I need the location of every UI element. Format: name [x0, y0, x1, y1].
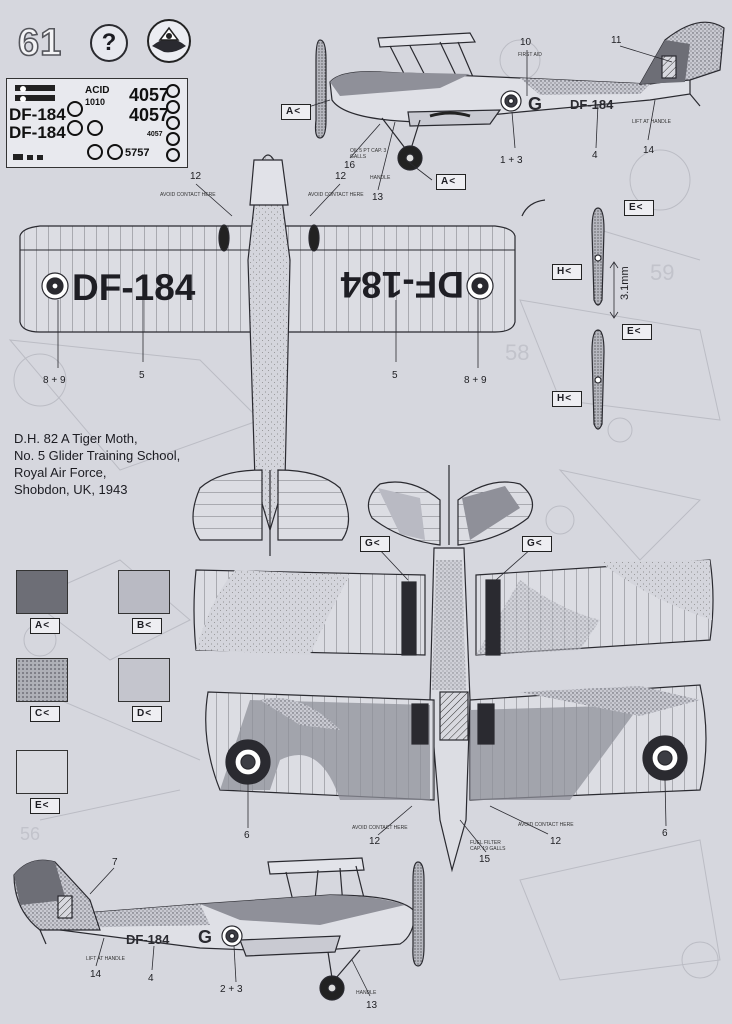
swatch-d-label: D [132, 706, 162, 722]
swatch-e-group: E [16, 750, 68, 814]
side-top-code-letter: G [528, 94, 542, 114]
callout-12-right: 12 [335, 171, 347, 182]
note-first-aid: FIRST AID [518, 52, 542, 58]
side-view-top [314, 21, 725, 171]
note-avoid-bottom-right: AVOID CONTACT HERE [518, 822, 574, 828]
callout-15: 15 [479, 854, 491, 865]
aircraft-caption: D.H. 82 A Tiger Moth, No. 5 Glider Train… [14, 430, 180, 498]
swatch-e-label: E [30, 798, 60, 814]
decal-small-2: 1010 [85, 97, 106, 107]
side-view-bottom [13, 857, 425, 1001]
tag-e-prop-2: E [622, 324, 652, 340]
callout-12-bottom-right: 12 [550, 836, 562, 847]
decal-sheet-roundels [13, 84, 180, 162]
callout-11: 11 [611, 35, 622, 46]
callout-10: 10 [520, 37, 532, 48]
note-lift-handle-bottom: LIFT AT HANDLE [86, 956, 125, 962]
callout-2-3: 2 + 3 [220, 984, 243, 995]
decal-serial-2: 4057 [129, 105, 170, 125]
tag-e-prop-1: E [624, 200, 654, 216]
leader-lines [57, 45, 673, 997]
tag-h-prop-1: H [552, 264, 582, 280]
tag-g-left: G [360, 536, 390, 552]
swatch-c-group: C [16, 658, 68, 722]
caption-line-4: Shobdon, UK, 1943 [14, 482, 128, 497]
swatch-d-group: D [118, 658, 170, 722]
callout-8-9-left: 8 + 9 [43, 375, 66, 386]
plan-view-bottom [193, 465, 714, 873]
tag-g-right: G [522, 536, 552, 552]
callout-14-top: 14 [643, 145, 655, 156]
note-fuel-filter: FUEL FILTER CAP. 19 GALLS [470, 840, 506, 852]
swatch-b-label: B [132, 618, 162, 634]
swatch-b [118, 570, 170, 614]
decal-small-3: 5757 [125, 147, 150, 159]
svg-text:59: 59 [650, 260, 674, 285]
swatch-d [118, 658, 170, 702]
swatch-c [16, 658, 68, 702]
note-handle-bottom: HANDLE [356, 990, 377, 996]
decal-code-2: DF-184 [9, 123, 66, 142]
callout-8-9-right: 8 + 9 [464, 375, 487, 386]
swatch-e [16, 750, 68, 794]
callout-7: 7 [112, 857, 118, 868]
callout-12-bottom-left: 12 [369, 836, 381, 847]
plan-registration-left: DF-184 [72, 267, 196, 308]
svg-text:56: 56 [20, 824, 40, 844]
callout-6-left: 6 [244, 830, 250, 841]
caption-line-1: D.H. 82 A Tiger Moth, [14, 431, 138, 446]
page-number: 61 [17, 21, 63, 65]
callout-4-bottom: 4 [148, 973, 154, 984]
propeller-details [521, 199, 619, 430]
note-avoid-right: AVOID CONTACT HERE [308, 192, 364, 198]
callout-13-top: 13 [372, 192, 384, 203]
callout-14-bottom: 14 [90, 969, 102, 980]
note-handle-top: HANDLE [370, 175, 391, 181]
note-oil-cap: OIL 5 PT CAP. 3 GALLS [350, 148, 387, 160]
side-top-registration: DF-184 [570, 97, 614, 112]
decal-code-1: DF-184 [9, 105, 66, 124]
callout-5-left: 5 [139, 370, 145, 381]
swatch-b-group: B [118, 570, 170, 634]
side-bottom-code-letter: G [198, 927, 212, 947]
caption-line-3: Royal Air Force, [14, 465, 107, 480]
note-lift-handle-top: LIFT AT HANDLE [632, 119, 671, 125]
revell-mascot-icon [147, 19, 191, 63]
tag-a-top-left: A [281, 104, 311, 120]
decal-serial-1: 4057 [129, 85, 170, 105]
callout-13-bottom: 13 [366, 1000, 378, 1011]
callout-6-right: 6 [662, 828, 668, 839]
plan-view-top [19, 154, 516, 556]
callout-12-left: 12 [190, 171, 202, 182]
side-bottom-registration: DF-184 [126, 932, 170, 947]
swatch-a-label: A [30, 618, 60, 634]
tag-a-top-wheel: A [436, 174, 466, 190]
plan-registration-right: DF-184 [340, 264, 464, 305]
callout-1-3: 1 + 3 [500, 155, 523, 166]
prop-dimension: 3.1mm [619, 266, 631, 300]
svg-text:58: 58 [505, 340, 529, 365]
tag-h-prop-2: H [552, 391, 582, 407]
callout-5-right: 5 [392, 370, 398, 381]
help-icon: ? [90, 24, 128, 62]
decal-small-4: 4057 [147, 131, 163, 138]
callout-4-top: 4 [592, 150, 598, 161]
decal-small-1: ACID [85, 85, 110, 96]
swatch-a-group: A [16, 570, 68, 634]
note-avoid-left: AVOID CONTACT HERE [160, 192, 216, 198]
swatch-c-label: C [30, 706, 60, 722]
caption-line-2: No. 5 Glider Training School, [14, 448, 181, 463]
note-avoid-bottom-left: AVOID CONTACT HERE [352, 825, 408, 831]
decal-sheet: DF-184 DF-184 ACID 1010 4057 4057 5757 4… [6, 78, 188, 168]
swatch-a [16, 570, 68, 614]
callout-16: 16 [344, 160, 356, 171]
